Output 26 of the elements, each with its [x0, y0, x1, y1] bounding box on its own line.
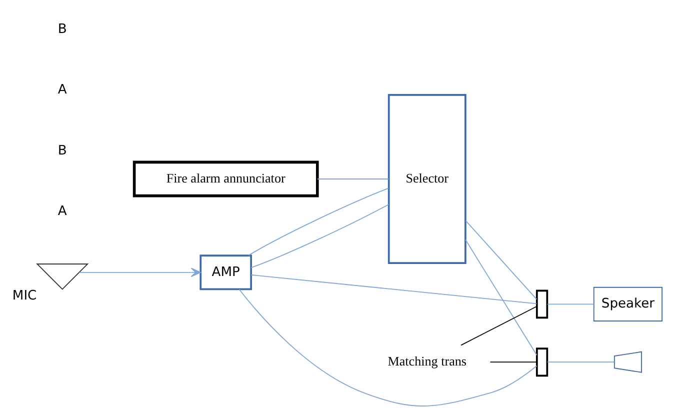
connector	[465, 238, 538, 356]
node-label: MIC	[12, 288, 37, 304]
node-text: Matching trans	[388, 353, 467, 368]
node-speaker	[614, 350, 642, 372]
connector	[248, 187, 390, 256]
connector	[316, 178, 390, 179]
node-box: Selector	[388, 94, 466, 264]
node-microphone	[36, 263, 89, 290]
arrow	[78, 267, 201, 277]
connector	[490, 361, 538, 362]
connector	[460, 306, 538, 346]
node-box: AMP	[200, 254, 252, 290]
node-box	[536, 289, 548, 318]
node-box: Speaker	[593, 286, 663, 321]
label: B	[58, 142, 67, 158]
connector	[547, 303, 594, 304]
label: A	[58, 204, 67, 219]
label: A	[58, 82, 67, 98]
connector	[547, 361, 615, 362]
connector	[465, 220, 538, 300]
connector	[250, 204, 390, 268]
label: B	[58, 22, 67, 37]
node-box	[536, 347, 548, 376]
connector	[250, 274, 538, 304]
node-box: Fire alarm annunciator	[132, 160, 319, 197]
connector	[238, 288, 538, 406]
